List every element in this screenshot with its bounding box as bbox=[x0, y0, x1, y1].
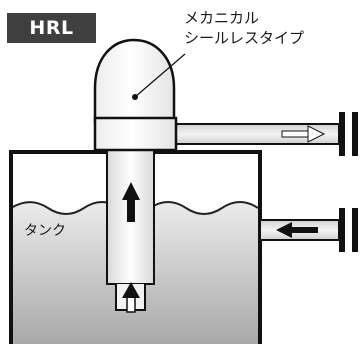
callout-line-2: シールレスタイプ bbox=[184, 29, 305, 47]
pump-head bbox=[93, 38, 176, 124]
liquid-surface bbox=[10, 201, 259, 215]
flow-arrow-up-upper bbox=[122, 182, 140, 222]
return-flange-2 bbox=[352, 208, 358, 252]
flow-arrow-right bbox=[281, 125, 326, 143]
callout-leader bbox=[134, 53, 186, 98]
callout-line-1: メカニカル bbox=[184, 9, 260, 27]
callout-label: メカニカル シールレスタイプ bbox=[184, 8, 304, 48]
flow-arrow-up-lower bbox=[122, 282, 140, 313]
flow-arrow-left bbox=[276, 222, 318, 238]
pump-body bbox=[93, 116, 178, 152]
model-badge: HRL bbox=[7, 13, 96, 43]
tank-label: タンク bbox=[24, 223, 66, 239]
outlet-flange-2 bbox=[352, 112, 358, 156]
return-flange bbox=[339, 208, 345, 252]
outlet-flange bbox=[339, 112, 345, 156]
